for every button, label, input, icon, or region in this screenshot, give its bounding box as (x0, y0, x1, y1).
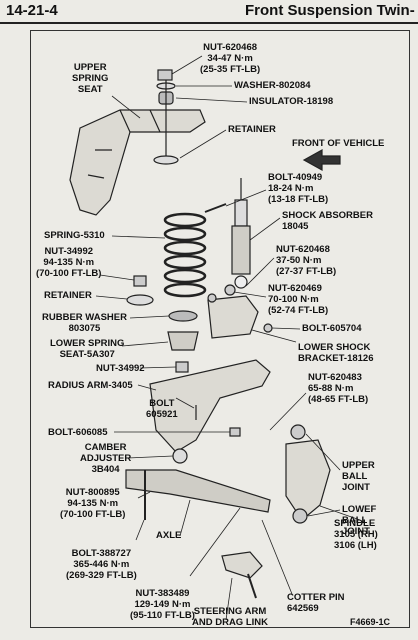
label-radius-arm: RADIUS ARM-3405 (48, 380, 133, 391)
label-nut-620468-top: NUT-620468 34-47 N·m (25-35 FT-LB) (200, 42, 261, 75)
label-steering-arm: STEERING ARM AND DRAG LINK (192, 606, 268, 628)
coil-spring-part (163, 212, 207, 298)
label-nut-34992-torque: NUT-34992 94-135 N·m (70-100 FT-LB) (36, 246, 102, 279)
label-spindle: SPINDLE 3105 (RH) 3106 (LH) (334, 518, 378, 551)
figure-frame (30, 30, 410, 628)
section-title: Front Suspension Twin- (245, 2, 415, 19)
radius-arm-part (149, 359, 271, 453)
label-bolt-605921: BOLT 605921 (146, 398, 178, 420)
header-rule (0, 22, 418, 24)
label-bolt-606085: BOLT-606085 (48, 427, 108, 438)
label-nut-620483: NUT-620483 65-88 N·m (48-65 FT-LB) (308, 372, 369, 405)
bolt-606085-part (229, 427, 241, 437)
nut-34992-upper-part (133, 275, 147, 287)
label-retainer-left: RETAINER (44, 290, 92, 301)
label-bolt-40949: BOLT-40949 18-24 N·m (13-18 FT-LB) (268, 172, 329, 205)
label-upper-spring-seat: UPPER SPRING SEAT (72, 62, 109, 95)
label-lower-ball-joint: LOWEF BALL JOINT (342, 504, 377, 537)
front-arrow-icon (302, 148, 341, 172)
lower-spring-seat-part (167, 331, 199, 351)
camber-adjuster-part (172, 448, 188, 464)
lower-shock-bracket-part (207, 295, 259, 339)
label-lower-spring-seat: LOWER SPRING SEAT-5A307 (50, 338, 125, 360)
label-nut-620469: NUT-620469 70-100 N·m (52-74 FT-LB) (268, 283, 329, 316)
nut-top-part (157, 69, 173, 81)
upper-spring-seat-part (69, 109, 206, 216)
label-spring: SPRING-5310 (44, 230, 105, 241)
label-axle: AXLE (156, 530, 182, 541)
label-upper-ball-joint: UPPER BALL JOINT (342, 460, 375, 493)
page-number: 14-21-4 (6, 2, 58, 19)
label-washer: WASHER-802084 (234, 80, 311, 91)
label-rubber-washer: RUBBER WASHER 803075 (42, 312, 127, 334)
label-bolt-605704: BOLT-605704 (302, 323, 362, 334)
leader-lines (95, 55, 361, 621)
nut-34992-lower-part (175, 361, 189, 373)
label-insulator: INSULATOR-18198 (249, 96, 334, 107)
label-lower-shock-bracket: LOWER SHOCK BRACKET-18126 (298, 342, 374, 364)
rubber-washer-part (168, 310, 198, 322)
label-nut-34992: NUT-34992 (96, 363, 145, 374)
upper-ball-joint-part (290, 424, 306, 440)
retainer-top-part (153, 155, 179, 165)
axle-part (125, 469, 271, 513)
label-bolt-388727: BOLT-388727 365-446 N·m (269-329 FT-LB) (66, 548, 137, 581)
lower-ball-joint-part (292, 508, 308, 524)
retainer-left-part (126, 294, 154, 306)
label-camber-adjuster: CAMBER ADJUSTER 3B404 (80, 442, 132, 475)
figure-code: F4669-1C (350, 617, 391, 627)
steering-arm-part (221, 551, 263, 579)
label-retainer-top: RETAINER (228, 124, 276, 135)
label-nut-620468-mid: NUT-620468 37-50 N·m (27-37 FT-LB) (276, 244, 337, 277)
label-front-of-vehicle: FRONT OF VEHICLE (292, 138, 385, 149)
label-nut-383489: NUT-383489 129-149 N·m (95-110 FT-LB) (130, 588, 195, 621)
spindle-part (285, 439, 331, 521)
shock-absorber-part (231, 178, 251, 289)
label-cotter-pin: COTTER PIN 642569 (287, 592, 345, 614)
label-shock-absorber: SHOCK ABSORBER 18045 (282, 210, 373, 232)
label-nut-800895: NUT-800895 94-135 N·m (70-100 FT-LB) (60, 487, 126, 520)
